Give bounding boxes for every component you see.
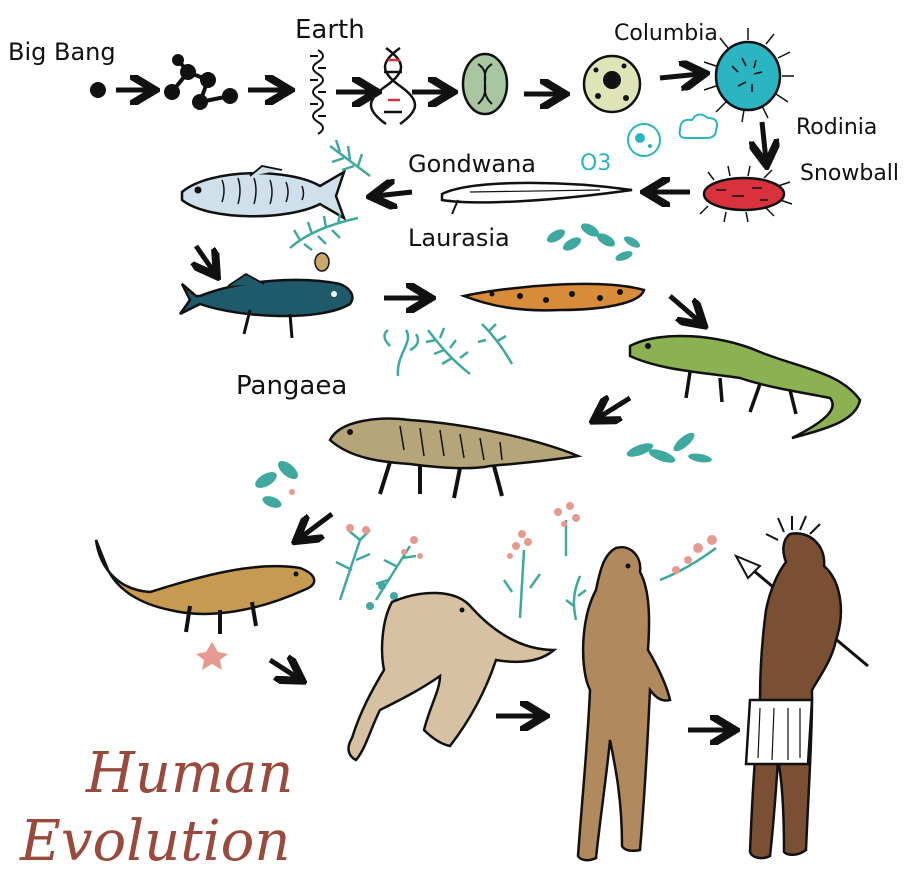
reptile-icon bbox=[330, 419, 578, 498]
teal-leaves-icon bbox=[625, 430, 712, 466]
mammal-icon bbox=[96, 540, 314, 634]
bubble-cell-icon bbox=[628, 124, 660, 156]
label-laurasia: Laurasia bbox=[408, 224, 510, 252]
title-line-1: Human bbox=[85, 741, 293, 806]
molecule-icon bbox=[166, 56, 236, 108]
leaf-branch-icon bbox=[545, 221, 642, 263]
plant-sprig-icon bbox=[330, 140, 370, 176]
label-columbia: Columbia bbox=[614, 21, 718, 46]
swirl-plant-icon bbox=[384, 330, 418, 376]
dark-fish-icon bbox=[180, 274, 352, 338]
arrow-13 bbox=[598, 398, 630, 418]
hominid-icon bbox=[578, 547, 670, 860]
light-fish-icon bbox=[182, 166, 344, 218]
spotted-amphibian-icon bbox=[464, 284, 644, 310]
grass-icon bbox=[566, 576, 586, 620]
conifer-sprig-icon bbox=[426, 324, 512, 374]
arrow-15 bbox=[270, 660, 298, 678]
cloud-icon bbox=[680, 114, 717, 138]
pinecone-icon bbox=[315, 253, 329, 271]
arrow-9 bbox=[376, 192, 412, 196]
arrow-10 bbox=[196, 246, 214, 272]
arrow-14 bbox=[300, 514, 332, 538]
arrow-6 bbox=[660, 74, 700, 78]
lizard-icon bbox=[630, 336, 860, 438]
green-cell-icon bbox=[463, 54, 507, 114]
fern-icon bbox=[290, 214, 358, 250]
flower-plant-icon bbox=[336, 530, 416, 600]
worm-creature-icon bbox=[442, 183, 632, 214]
pink-blossom-icon bbox=[554, 502, 580, 556]
rna-strand-icon bbox=[310, 50, 326, 134]
human-icon bbox=[746, 516, 841, 858]
label-rodinia: Rodinia bbox=[796, 115, 877, 140]
big-bang-dot bbox=[90, 82, 106, 98]
tall-flower-icon bbox=[504, 530, 540, 618]
label-big-bang: Big Bang bbox=[8, 38, 116, 66]
leafy-sprig-icon bbox=[253, 458, 301, 510]
label-o3: O3 bbox=[580, 151, 611, 176]
label-pangaea: Pangaea bbox=[236, 371, 347, 401]
pink-star-icon bbox=[196, 642, 228, 670]
red-microbe-icon bbox=[700, 166, 792, 222]
label-snowball: Snowball bbox=[800, 161, 899, 186]
pink-flower-branch-icon bbox=[660, 535, 717, 580]
label-earth: Earth bbox=[295, 15, 365, 45]
arrow-7 bbox=[762, 122, 766, 160]
ape-icon bbox=[349, 593, 554, 760]
dna-helix-icon bbox=[371, 48, 415, 124]
label-gondwana: Gondwana bbox=[408, 150, 536, 178]
arrow-12 bbox=[670, 296, 700, 322]
flower-blossoms bbox=[346, 524, 423, 559]
title-line-2: Evolution bbox=[19, 809, 290, 873]
yellow-cell-icon bbox=[584, 56, 640, 112]
